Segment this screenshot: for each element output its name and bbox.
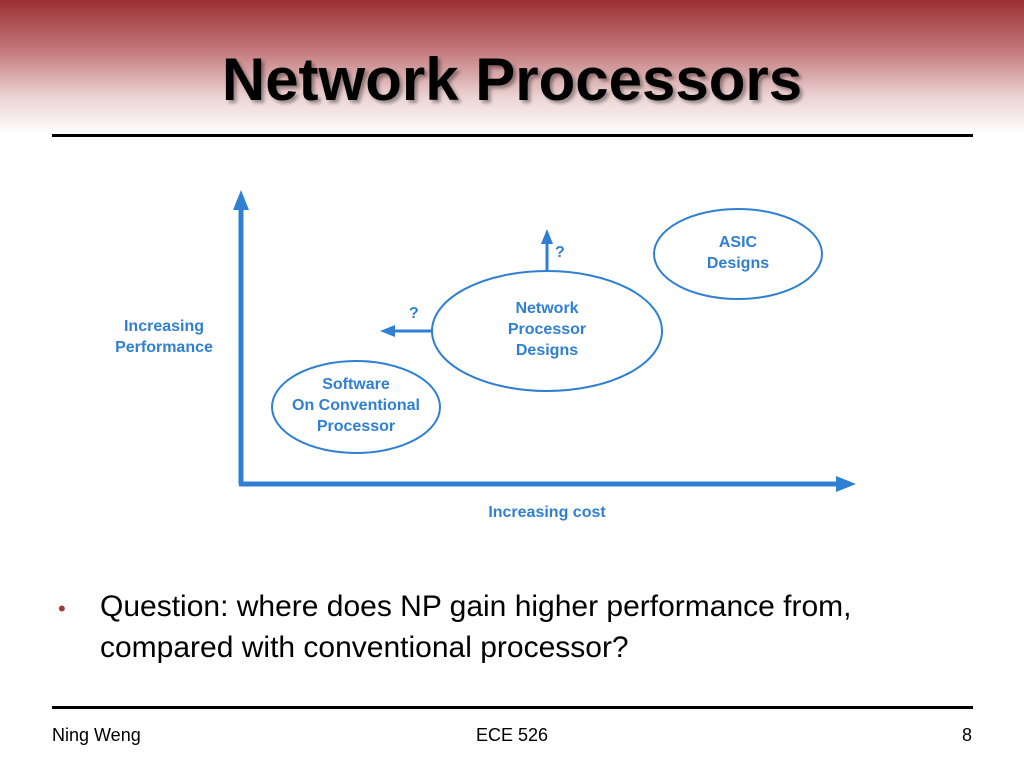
footer-course: ECE 526 xyxy=(475,725,549,745)
software-ellipse xyxy=(271,360,441,454)
software-label-line2: On Conventional xyxy=(292,397,420,414)
bullet-item-question: Question: where does NP gain higher perf… xyxy=(100,590,852,664)
y-axis-label-line1: Increasing xyxy=(124,318,204,335)
slide-title: Network Processors xyxy=(221,46,803,113)
x-axis-label: Increasing cost xyxy=(488,504,606,521)
up-arrowhead xyxy=(541,229,553,244)
asic-label-line2: Designs xyxy=(707,255,769,272)
footer-author: Ning Weng xyxy=(52,725,141,745)
software-label-line1: Software xyxy=(322,376,390,393)
x-axis-arrowhead xyxy=(836,476,856,492)
title-divider xyxy=(52,134,973,137)
footer-divider xyxy=(52,706,973,709)
network-label-line3: Designs xyxy=(516,342,578,359)
header-band xyxy=(0,0,1024,135)
network-label-line1: Network xyxy=(515,300,578,317)
network-label-line2: Processor xyxy=(508,321,586,338)
left-arrowhead xyxy=(380,325,395,337)
bullet-marker: • xyxy=(58,596,66,621)
question-up: ? xyxy=(555,244,565,261)
y-axis-label-line2: Performance xyxy=(115,339,213,356)
y-axis-arrowhead xyxy=(233,190,249,210)
asic-label-line1: ASIC xyxy=(719,234,758,251)
question-left: ? xyxy=(409,305,419,322)
asic-ellipse xyxy=(653,208,823,300)
software-label-line3: Processor xyxy=(317,418,395,435)
footer-page-number: 8 xyxy=(961,725,972,745)
